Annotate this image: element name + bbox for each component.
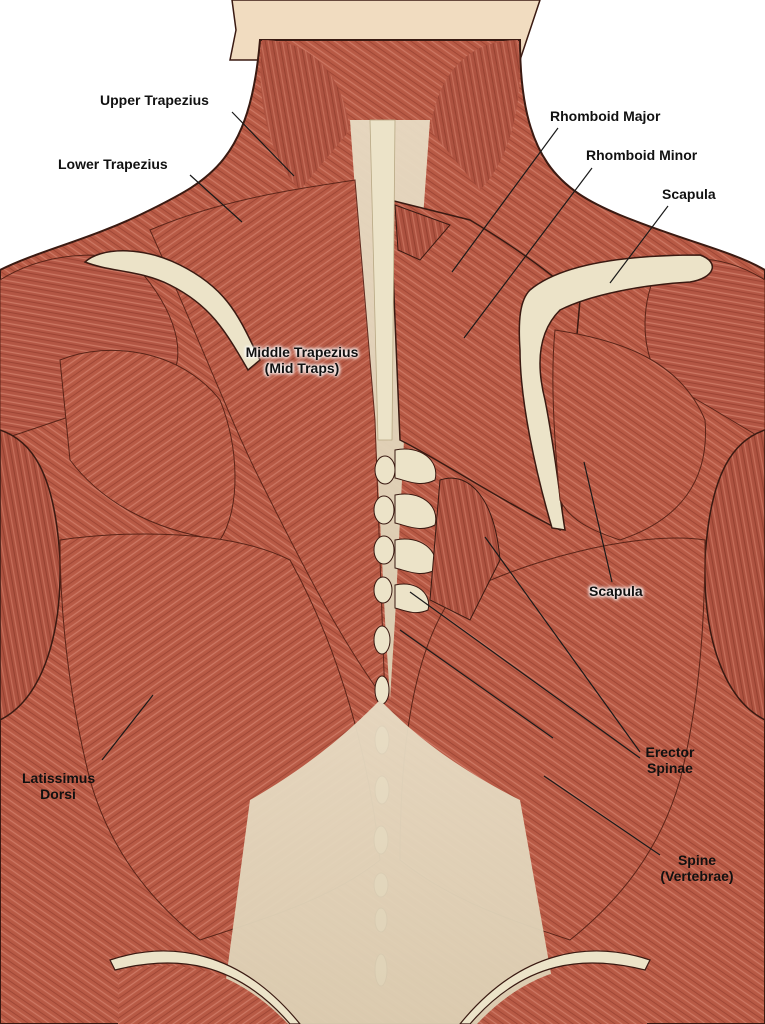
- label-spine-vertebrae: Spine (Vertebrae): [655, 852, 739, 884]
- label-erector-spinae-line2: Spinae: [647, 760, 693, 776]
- left-scapular-spine: [83, 250, 261, 372]
- left-gluteal: [118, 965, 288, 1024]
- label-scapula-top: Scapula: [662, 186, 716, 202]
- vertebral-processes: [394, 448, 437, 614]
- label-erector-spinae-line1: Erector: [645, 744, 695, 760]
- left-iliac-crest: [109, 950, 301, 1024]
- right-rhomboid-minor: [394, 204, 451, 261]
- label-middle-trapezius-line1: Middle Trapezius: [245, 344, 359, 360]
- label-upper-trapezius: Upper Trapezius: [100, 92, 209, 108]
- neck-right-muscle: [430, 40, 520, 190]
- label-erector-spinae: Erector Spinae: [640, 744, 700, 776]
- label-rhomboid-minor: Rhomboid Minor: [586, 147, 698, 163]
- neck-left-muscle: [260, 40, 350, 190]
- right-scapula: [518, 254, 713, 531]
- left-infraspinatus: [59, 349, 236, 541]
- leader-lines: [101, 111, 669, 856]
- label-middle-trapezius-line2: (Mid Traps): [264, 360, 340, 376]
- label-latissimus-dorsi-line1: Latissimus: [22, 770, 96, 786]
- right-iliac-crest: [459, 950, 651, 1024]
- label-latissimus-dorsi-line2: Dorsi: [40, 786, 76, 802]
- label-scapula-mid: Scapula: [589, 583, 643, 599]
- label-spine-line2: (Vertebrae): [660, 868, 734, 884]
- label-middle-trapezius: Middle Trapezius (Mid Traps): [232, 344, 372, 376]
- thoracolumbar-fascia: [220, 700, 560, 1024]
- erector-spinae: [429, 477, 501, 621]
- label-latissimus-dorsi: Latissimus Dorsi: [22, 770, 96, 802]
- label-spine-line1: Spine: [677, 852, 717, 868]
- right-gluteal: [477, 965, 647, 1024]
- right-infraspinatus: [552, 329, 707, 541]
- label-rhomboid-major: Rhomboid Major: [550, 108, 661, 124]
- label-lower-trapezius: Lower Trapezius: [58, 156, 168, 172]
